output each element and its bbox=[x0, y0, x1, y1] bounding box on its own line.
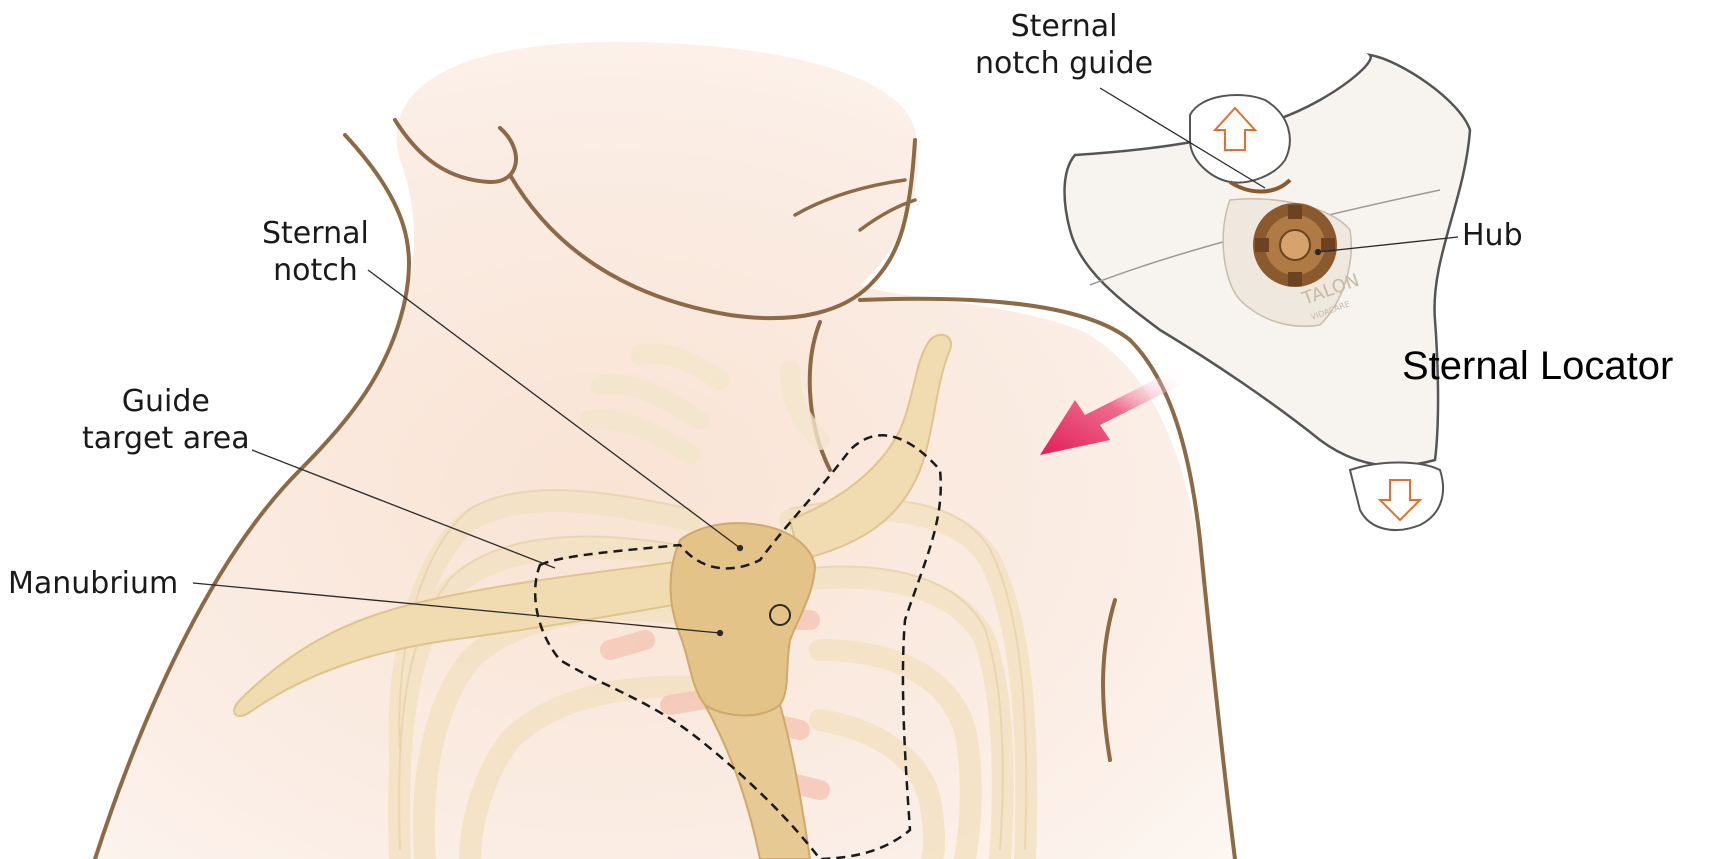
label-sternal-notch-guide-line1: Sternal bbox=[975, 8, 1153, 45]
label-sternal-notch-line1: Sternal bbox=[262, 215, 369, 252]
hub-icon bbox=[1253, 203, 1337, 287]
label-sternal-notch-guide: Sternal notch guide bbox=[975, 8, 1153, 82]
locator-tab-bottom bbox=[1350, 463, 1443, 531]
label-sternal-locator: Sternal Locator bbox=[1402, 343, 1673, 389]
locator-tab-top bbox=[1190, 95, 1290, 183]
label-guide-target-area-line1: Guide bbox=[82, 383, 250, 420]
label-guide-target-area-line2: target area bbox=[82, 420, 250, 457]
label-hub: Hub bbox=[1462, 217, 1523, 254]
label-sternal-notch-guide-line2: notch guide bbox=[975, 45, 1153, 82]
label-sternal-notch: Sternal notch bbox=[262, 215, 369, 289]
label-manubrium: Manubrium bbox=[8, 565, 178, 602]
label-sternal-notch-line2: notch bbox=[262, 252, 369, 289]
label-guide-target-area: Guide target area bbox=[82, 383, 250, 457]
